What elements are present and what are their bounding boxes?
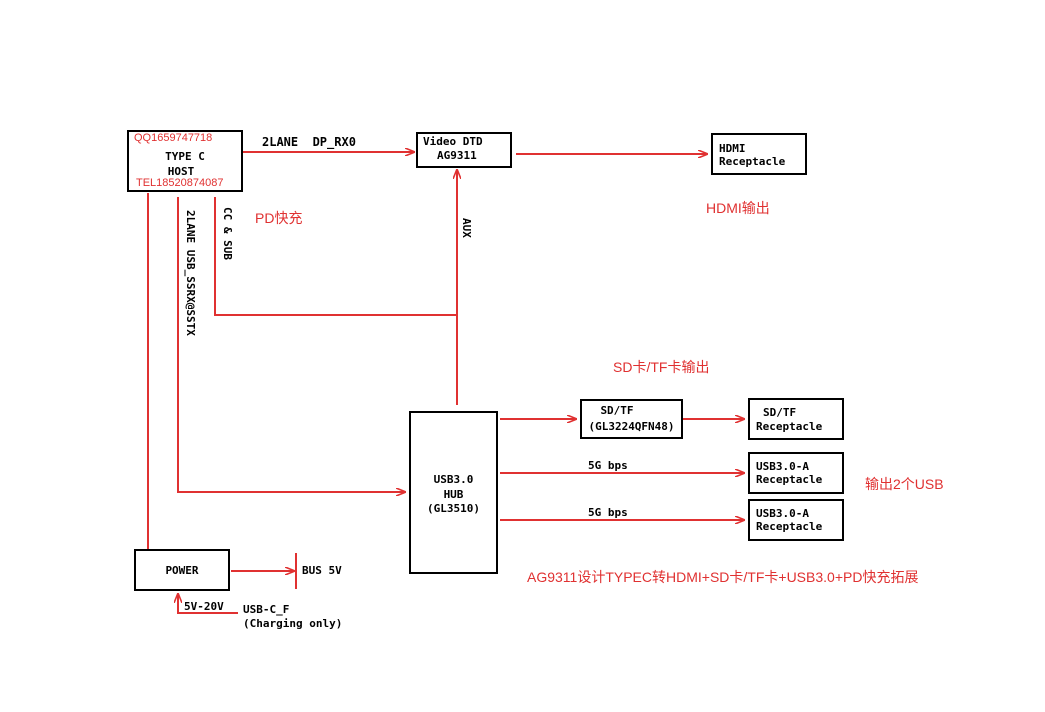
usb-a-2-line2: Receptacle	[756, 520, 823, 533]
video-dtd-label: Video DTD	[423, 135, 483, 148]
power-block: POWER	[134, 549, 230, 591]
pd-fast-charge-note: PD快充	[255, 210, 303, 226]
hub-label: HUB	[443, 488, 464, 501]
sd-tf-receptacle-line1: SD/TF	[763, 406, 797, 419]
hdmi-label: HDMI	[719, 142, 746, 155]
usb-a-receptacle-2-block: USB3.0-A Receptacle	[748, 499, 844, 541]
charging-input-arrow	[178, 594, 238, 614]
gl3510-label: (GL3510)	[427, 502, 480, 515]
bus-5v-label: BUS 5V	[302, 564, 342, 577]
cc-sub-line	[214, 197, 457, 316]
usb-a-1-line1: USB3.0-A	[756, 460, 809, 473]
gl3224-label: (GL3224QFN48)	[588, 420, 675, 433]
usb-a-receptacle-1-block: USB3.0-A Receptacle	[748, 452, 844, 494]
sd-tf-label: SD/TF	[600, 404, 634, 417]
usb-hub-block: USB3.0 HUB (GL3510)	[409, 411, 498, 574]
usb-speed-2-label: 5G bps	[588, 506, 628, 519]
host-label: HOST	[167, 165, 195, 178]
aux-label: AUX	[460, 218, 473, 238]
hdmi-receptacle-label: Receptacle	[719, 155, 786, 168]
contact-tel: TEL18520874087	[136, 177, 224, 189]
sd-tf-controller-block: SD/TF (GL3224QFN48)	[580, 399, 683, 439]
usb-lane-arrow	[177, 197, 405, 492]
ag9311-label: AG9311	[437, 149, 477, 162]
video-dtd-block: Video DTD AG9311	[416, 132, 512, 168]
usb-a-2-line1: USB3.0-A	[756, 507, 809, 520]
type-c-host-block: QQ1659747718 TYPE C HOST TEL18520874087	[127, 130, 243, 192]
voltage-range-label: 5V-20V	[184, 600, 224, 613]
power-label: POWER	[165, 564, 199, 577]
sd-tf-output-note: SD卡/TF卡输出	[613, 359, 710, 375]
cc-sub-label: CC & SUB	[221, 207, 234, 260]
sd-tf-receptacle-block: SD/TF Receptacle	[748, 398, 844, 440]
dp-lane-label: 2LANE DP_RX0	[262, 135, 356, 149]
sd-tf-receptacle-line2: Receptacle	[756, 420, 823, 433]
usb-speed-1-label: 5G bps	[588, 459, 628, 472]
hdmi-output-note: HDMI输出	[706, 200, 770, 216]
usb-output-note: 输出2个USB	[865, 476, 944, 492]
summary-note: AG9311设计TYPEC转HDMI+SD卡/TF卡+USB3.0+PD快充拓展	[527, 569, 919, 585]
hdmi-receptacle-block: HDMI Receptacle	[711, 133, 807, 175]
usb30-label: USB3.0	[433, 473, 474, 486]
type-c-label: TYPE C	[165, 150, 205, 163]
contact-qq: QQ1659747718	[134, 132, 213, 144]
charging-only-label: (Charging only)	[243, 617, 343, 630]
usb-c-f-label: USB-C_F	[243, 603, 290, 616]
usb-a-1-line2: Receptacle	[756, 473, 823, 486]
usb-lane-label: 2LANE USB_SSRX@SSTX	[184, 210, 197, 336]
